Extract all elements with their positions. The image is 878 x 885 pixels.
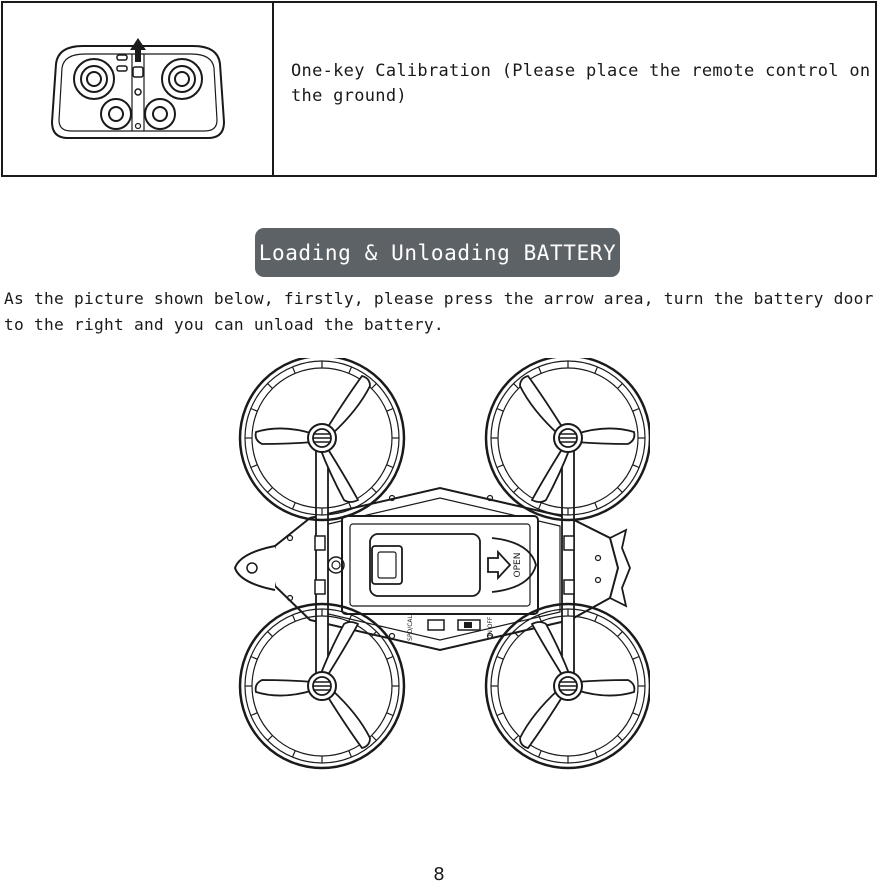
remote-control-illustration <box>50 38 225 139</box>
battery-door-arrow-icon <box>487 549 512 581</box>
remote-control-cell <box>3 3 274 175</box>
switch-label-left: SPD/CAL <box>407 614 414 640</box>
up-arrow-icon <box>129 38 146 62</box>
section-heading: Loading & Unloading BATTERY <box>255 228 620 277</box>
right-joystick-icon <box>160 58 203 100</box>
right-dpad-icon <box>143 98 176 130</box>
page-number: 8 <box>433 864 445 885</box>
open-label: OPEN <box>513 553 523 578</box>
left-dpad-icon <box>99 98 132 130</box>
calibration-text: One-key Calibration (Please place the re… <box>291 61 871 106</box>
battery-instruction: As the picture shown below, firstly, ple… <box>4 289 874 334</box>
switch-label-right: ON OFF <box>487 616 494 639</box>
left-joystick-icon <box>72 58 115 100</box>
drone-top-view-illustration: OPEN SPD/CAL ON OFF <box>233 358 650 770</box>
calibration-table: One-key Calibration (Please place the re… <box>1 1 877 177</box>
